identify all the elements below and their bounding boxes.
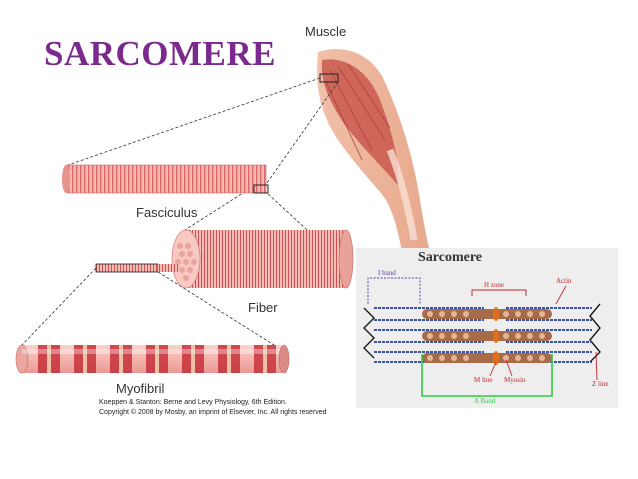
muscle-illustration bbox=[317, 49, 430, 252]
a-band-label: A Band bbox=[474, 397, 496, 405]
fiber-bundle bbox=[95, 229, 354, 289]
sarcomere-diagram bbox=[363, 277, 601, 397]
fiber-label: Fiber bbox=[248, 300, 278, 315]
sarcomere-title: Sarcomere bbox=[418, 250, 483, 265]
sarcomere-inset: Sarcomere I band H zone Actin M line Myo… bbox=[356, 248, 618, 408]
h-zone-label: H zone bbox=[484, 281, 505, 289]
z-line-label: Z line bbox=[592, 380, 609, 388]
fasciculus-bundle bbox=[62, 164, 269, 194]
credit-line-1: Koeppen & Stanton: Berne and Levy Physio… bbox=[99, 399, 287, 406]
i-band-label: I band bbox=[378, 269, 396, 277]
page-title: SARCOMERE bbox=[44, 34, 277, 73]
myofibril-tube bbox=[15, 344, 290, 374]
m-line-label: M line bbox=[474, 376, 493, 384]
myofibril-label: Myofibril bbox=[116, 381, 165, 396]
actin-label: Actin bbox=[556, 277, 572, 285]
fasciculus-label: Fasciculus bbox=[136, 205, 198, 220]
credit-line-2: Copyright © 2008 by Mosby, an imprint of… bbox=[99, 408, 327, 416]
myosin-label: Myosin bbox=[504, 376, 526, 384]
image-credit: Koeppen & Stanton: Berne and Levy Physio… bbox=[99, 398, 327, 417]
muscle-label: Muscle bbox=[305, 24, 347, 39]
connector-lines bbox=[21, 77, 343, 351]
